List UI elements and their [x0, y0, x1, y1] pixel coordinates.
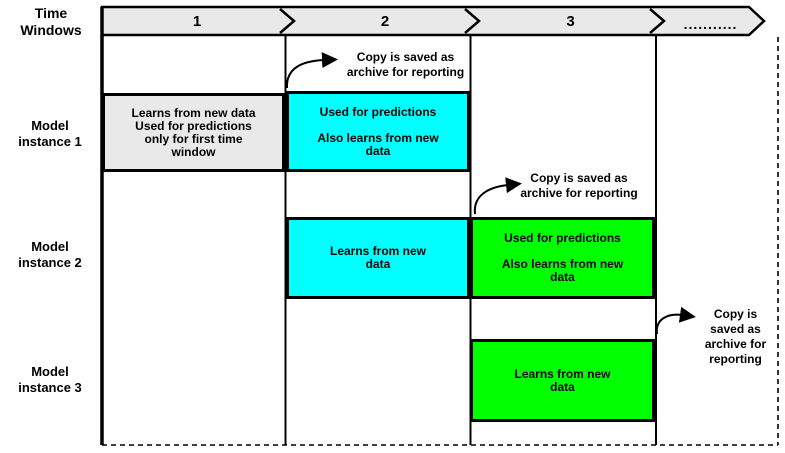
time-window-label-3: 3 [566, 12, 575, 30]
chevron-separator-3 [649, 8, 666, 34]
instance-1-window-2-box: Used for predictions Also learns from ne… [286, 91, 470, 172]
time-window-label-2: 2 [380, 12, 390, 30]
copy-arrow-instance-1 [285, 52, 338, 89]
instance-2-window-3-text: Used for predictions Also learns from ne… [501, 231, 624, 284]
instance-1-window-1-box: Learns from new data Used for prediction… [102, 93, 285, 172]
copy-annotation-instance-3: Copy is saved as archive for reporting [704, 307, 767, 366]
chevron-separator-2 [464, 8, 481, 34]
copy-annotation-instance-1: Copy is saved as archive for reporting [346, 50, 465, 79]
time-window-label-1: 1 [192, 12, 202, 30]
time-window-label-ellipsis: ........... [683, 16, 738, 32]
copy-arrow-instance-2 [473, 177, 522, 215]
row-label-model-instance-1: Model instance 1 [18, 118, 82, 149]
instance-2-window-2-text: Learns from new data [329, 244, 427, 271]
instance-1-window-1-text: Learns from new data Used for prediction… [131, 105, 256, 159]
instance-3-window-3-text: Learns from new data [514, 366, 611, 394]
copy-annotation-instance-2: Copy is saved as archive for reporting [520, 171, 638, 200]
chevron-separator-1 [279, 8, 296, 34]
copy-arrow-instance-3 [655, 306, 696, 335]
row-label-model-instance-2: Model instance 2 [18, 239, 82, 270]
instance-2-window-2-box: Learns from new data [286, 217, 470, 299]
instance-3-window-3-box: Learns from new data [470, 339, 655, 422]
instance-1-window-2-text: Used for predictions Also learns from ne… [317, 104, 439, 158]
row-label-model-instance-3: Model instance 3 [18, 364, 82, 395]
instance-2-window-3-box: Used for predictions Also learns from ne… [470, 217, 655, 299]
time-windows-axis-label: Time Windows [20, 5, 82, 38]
